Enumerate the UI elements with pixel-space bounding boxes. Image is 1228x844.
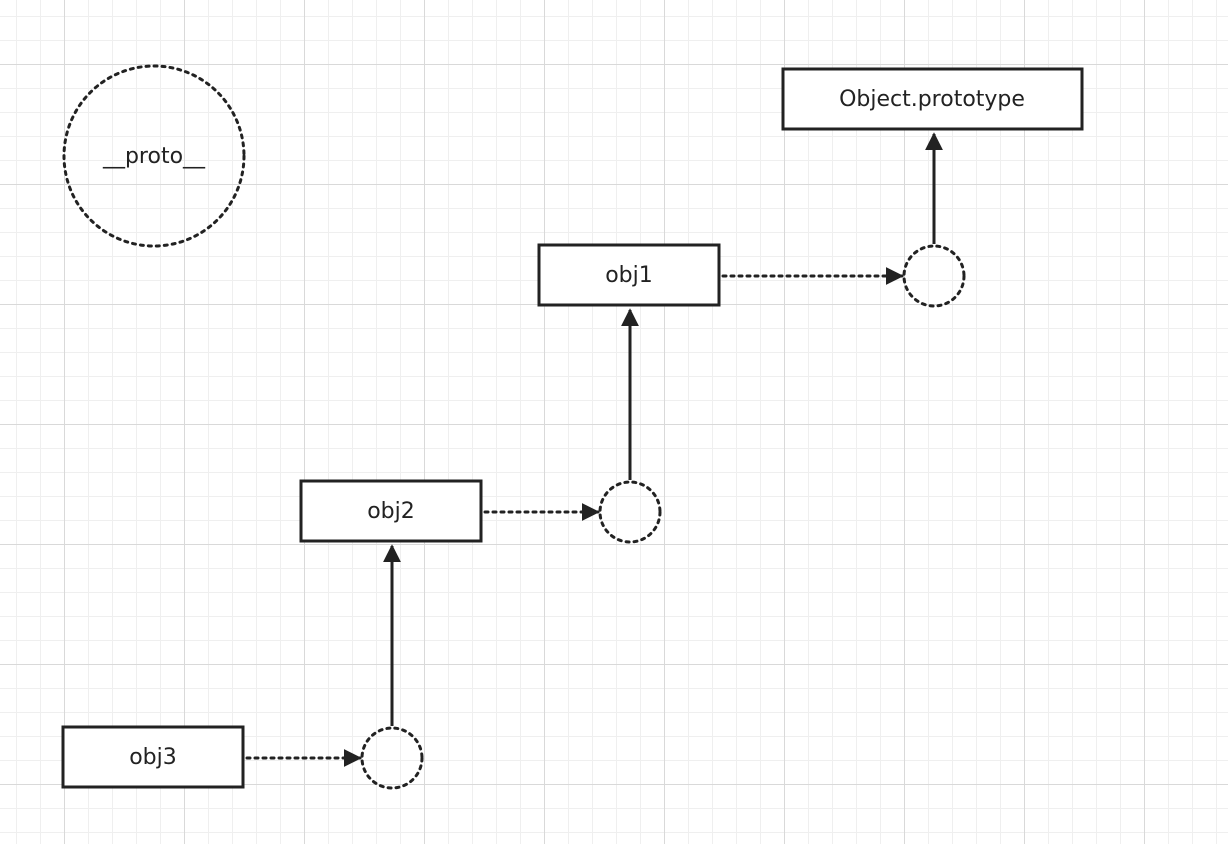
legend-proto-label: __proto__	[102, 144, 206, 169]
node-obj2-label: obj2	[367, 499, 415, 524]
node-object-prototype-label: Object.prototype	[839, 87, 1025, 112]
node-obj2-box	[299, 479, 483, 543]
node-obj1-label: obj1	[605, 263, 653, 288]
node-obj1: obj1	[537, 243, 721, 307]
node-obj1-box	[537, 243, 721, 307]
node-object-prototype-box	[781, 67, 1084, 131]
node-obj3-label: obj3	[129, 745, 177, 770]
proto-circle-obj3	[360, 726, 424, 790]
legend-proto-circle	[62, 64, 246, 248]
node-obj2: obj2	[299, 479, 483, 543]
node-obj3: obj3	[61, 725, 245, 789]
proto-circle-obj2	[598, 480, 662, 544]
node-obj3-box	[61, 725, 245, 789]
proto-circle-obj1	[902, 244, 966, 308]
legend-proto: __proto__	[62, 64, 246, 248]
node-object-prototype: Object.prototype	[781, 67, 1084, 131]
